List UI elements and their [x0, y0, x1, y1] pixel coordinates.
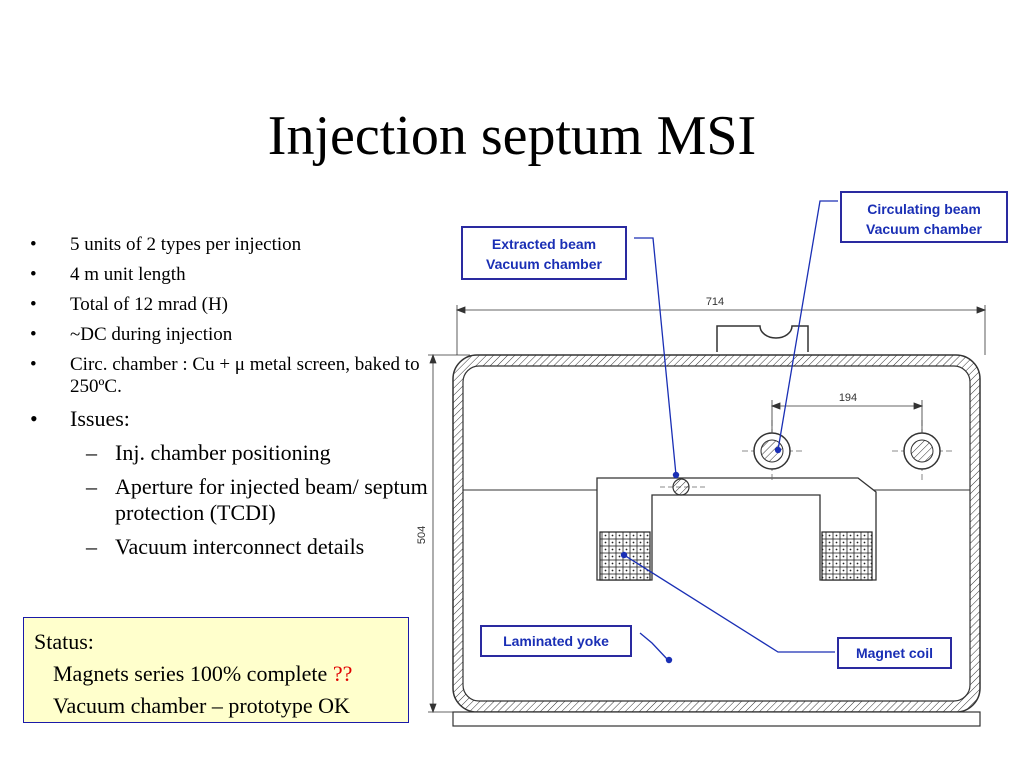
- status-flag: ??: [332, 661, 353, 686]
- bullet-item: •~DC during injection: [30, 324, 233, 345]
- dimension-height-label: 504: [416, 526, 428, 544]
- dimension-spacing: [770, 400, 924, 432]
- status-line-vacuum: Vacuum chamber – prototype OK: [53, 693, 350, 718]
- callout-laminated-yoke: Laminated yoke: [480, 625, 632, 657]
- bullet-item: •4 m unit length: [30, 264, 186, 285]
- dimension-width: [455, 305, 987, 355]
- status-label: Status:: [34, 629, 94, 654]
- callout-magnet-coil: Magnet coil: [837, 637, 952, 669]
- callout-leaders: [623, 200, 838, 661]
- status-line-magnets: Magnets series 100% complete ??: [53, 661, 353, 686]
- sub-bullet-item: –Vacuum interconnect details: [86, 534, 365, 559]
- circulating-beam-chambers: [742, 420, 952, 482]
- bullet-issues: •Issues:: [30, 406, 130, 431]
- bullet-item: •Total of 12 mrad (H): [30, 294, 229, 315]
- magnet-coils: [599, 531, 873, 581]
- status-box: Status: Magnets series 100% complete ?? …: [23, 617, 409, 723]
- yoke-frame: [452, 354, 981, 727]
- callout-anchor-dots: [620, 446, 782, 664]
- bullet-item: •5 units of 2 types per injection: [30, 234, 302, 255]
- dimension-width-label: 714: [706, 296, 724, 308]
- dimension-spacing-label: 194: [839, 392, 857, 404]
- slide-title: Injection septum MSI: [267, 105, 757, 167]
- callout-circulating-beam: Circulating beam Vacuum chamber: [840, 191, 1008, 243]
- top-mount: [716, 325, 809, 352]
- sub-bullet-item: –Inj. chamber positioning: [86, 440, 331, 465]
- extracted-beam-chamber: [660, 478, 705, 496]
- sub-bullet-item: –Aperture for injected beam/ septum prot…: [86, 474, 428, 525]
- callout-extracted-beam: Extracted beam Vacuum chamber: [461, 226, 627, 280]
- bullet-item: •Circ. chamber : Cu + μ metal screen, ba…: [30, 354, 420, 397]
- bullet-list: •5 units of 2 types per injection •4 m u…: [30, 234, 430, 568]
